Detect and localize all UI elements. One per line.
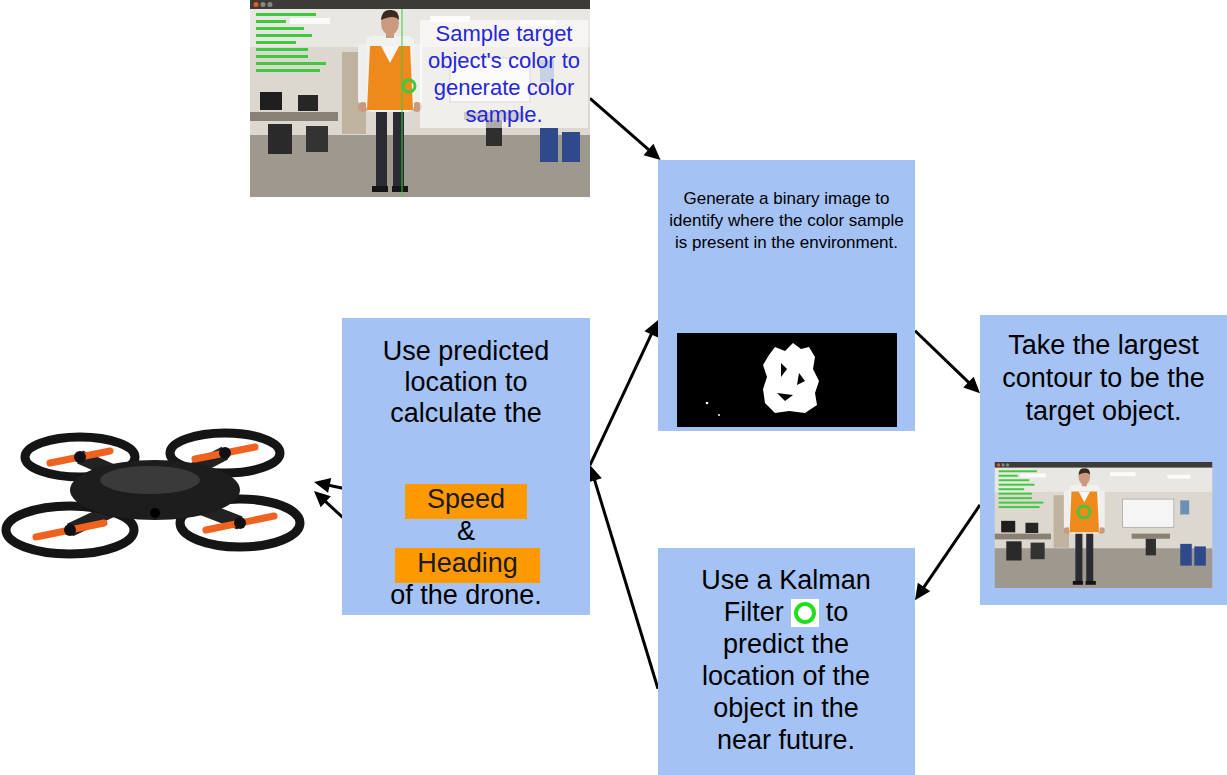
- drone-body: [70, 460, 240, 520]
- propellers-part: [206, 516, 274, 530]
- tracking-circle: [796, 604, 814, 622]
- crosshair-line: [402, 9, 403, 197]
- highlight-text: Speed: [405, 484, 527, 515]
- propellers-part: [50, 451, 110, 463]
- binary-hole: [797, 373, 805, 385]
- highlight-box: Heading: [395, 548, 540, 583]
- process-box: Take the largest contour to be the targe…: [980, 315, 1227, 605]
- motor-hubs-part: [234, 517, 246, 529]
- binary-speck: [718, 414, 720, 416]
- flow-arrow: [915, 331, 980, 394]
- drone-body-part: [70, 460, 240, 520]
- screenshot-caption: Sample target object's color to generate…: [420, 20, 588, 128]
- camera-screenshot: [250, 0, 590, 197]
- text-flow: Use a Kalman Filterto predict the locati…: [686, 564, 886, 756]
- screenshot-panel: Sample target object's color to generate…: [250, 0, 590, 201]
- tracking-circle: [403, 80, 415, 92]
- process-box: SpeedHeading Use predicted location to ca…: [342, 318, 590, 615]
- arrowhead: [963, 377, 980, 394]
- propellers-part: [36, 523, 104, 537]
- connector-line: [590, 333, 652, 465]
- tracking-circle: [1078, 506, 1090, 518]
- arrowhead: [314, 491, 331, 507]
- binary-background: [677, 333, 897, 427]
- binary-hole: [777, 393, 793, 401]
- kalman-filter-symbol: [791, 599, 819, 627]
- arrowhead: [915, 583, 930, 600]
- binary-image: [677, 333, 897, 427]
- arrowhead: [644, 144, 661, 160]
- highlight-box: Speed: [405, 484, 527, 519]
- drone-picture: [0, 395, 320, 585]
- connector-line: [923, 505, 980, 589]
- flow-arrow: [915, 505, 980, 600]
- motor-hubs: [64, 447, 246, 536]
- propellers: [36, 447, 274, 537]
- propellers-part: [195, 447, 255, 459]
- step-text: Use predicted location to calculate the: [352, 336, 580, 429]
- flow-arrow: [587, 465, 658, 689]
- binary-speck: [706, 402, 709, 405]
- process-box: Use a Kalman Filterto predict the locati…: [658, 548, 915, 775]
- flow-arrow: [590, 320, 658, 465]
- flow-arrow: [590, 98, 661, 160]
- highlight-text: Heading: [395, 548, 540, 579]
- process-box: Generate a binary image to identify wher…: [658, 160, 915, 431]
- rotor-hulls: [6, 433, 300, 554]
- arrowhead: [314, 478, 331, 493]
- step-text: of the drone.: [352, 580, 580, 611]
- drone-body-part: [100, 466, 200, 494]
- connector-line: [915, 331, 970, 384]
- motor-hubs-part: [74, 451, 86, 463]
- binary-blob: [763, 343, 819, 413]
- step-text: &: [352, 516, 580, 547]
- step-text: Take the largest contour to be the targe…: [988, 329, 1219, 428]
- connector-line: [594, 478, 658, 688]
- drone-body-part: [150, 508, 160, 518]
- kalman-filter-symbol: [791, 599, 819, 627]
- motor-hubs-part: [64, 524, 76, 536]
- drone-arms: [70, 453, 240, 530]
- camera-screenshot: [991, 462, 1216, 588]
- camera-screenshot: [995, 462, 1212, 588]
- binary-hole: [781, 363, 787, 377]
- symbol-ground: [791, 599, 819, 627]
- arrowhead: [644, 320, 658, 338]
- connector-line: [590, 98, 650, 150]
- step-text: Generate a binary image to identify wher…: [668, 188, 905, 254]
- motor-hubs-part: [219, 447, 231, 459]
